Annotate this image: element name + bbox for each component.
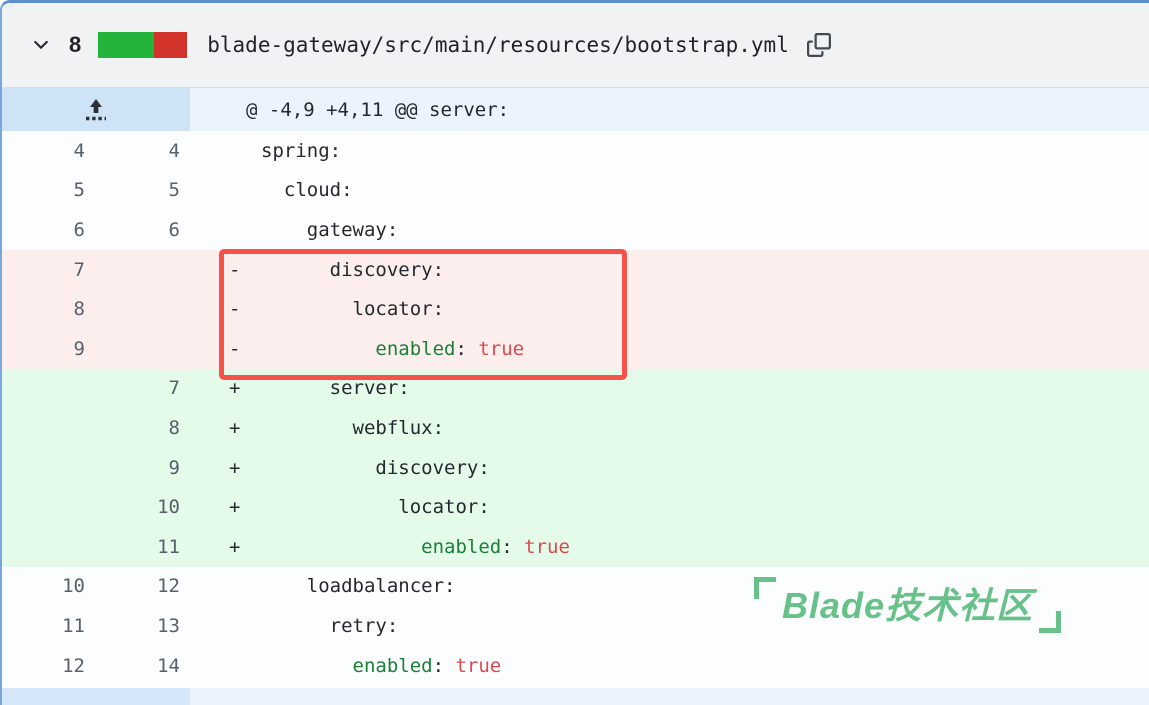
new-line-number[interactable]: 11 (157, 535, 180, 558)
new-line-number[interactable]: 8 (168, 416, 180, 439)
old-line-number[interactable]: 11 (62, 614, 85, 637)
diff-line-row: 8 - locator: (2, 289, 1149, 329)
diff-line-row: 10 + locator: (2, 487, 1149, 527)
file-header: 8 blade-gateway/src/main/resources/boots… (2, 3, 1149, 88)
diff-line-row: 6 6 gateway: (2, 210, 1149, 250)
new-line-number[interactable]: 6 (168, 218, 180, 241)
diff-line-row: 12 14 enabled: true (2, 645, 1149, 686)
diff-marker: - (229, 298, 241, 321)
diff-line-row: 11 + enabled: true (2, 526, 1149, 567)
changes-count: 8 (69, 32, 82, 57)
new-line-number[interactable]: 4 (168, 139, 180, 162)
old-line-number[interactable]: 10 (62, 575, 85, 598)
code-text: retry: (261, 614, 399, 637)
new-line-number[interactable]: 13 (157, 614, 180, 637)
expand-up-icon (86, 98, 106, 120)
diff-marker: + (229, 416, 241, 439)
code-text: loadbalancer: (261, 575, 456, 598)
diff-line-row: 5 5 cloud: (2, 170, 1149, 211)
code-text: spring: (261, 139, 342, 162)
hunk-header-row: @ -4,9 +4,11 @@ server: (2, 88, 1149, 131)
code-text: locator: (261, 298, 445, 321)
old-line-number[interactable]: 4 (73, 139, 85, 162)
diff-line-row: 8 + webflux: (2, 408, 1149, 448)
new-line-number[interactable]: 14 (157, 654, 180, 677)
code-text: cloud: (261, 179, 353, 202)
new-line-number[interactable]: 9 (168, 456, 180, 479)
code-text: enabled: true (375, 337, 525, 360)
diff-marker: - (229, 337, 241, 360)
expand-hunk-button[interactable] (2, 88, 190, 131)
diff-line-row: 9 - enabled: true (2, 328, 1149, 369)
diff-marker: + (229, 456, 241, 479)
new-line-number[interactable]: 7 (168, 377, 180, 400)
diff-marker: + (229, 535, 241, 558)
chevron-down-icon[interactable] (30, 34, 52, 56)
diff-rows: 4 4 spring: 5 5 cloud: 6 6 gateway: 7 - … (2, 131, 1149, 686)
diff-line-row: 9 + discovery: (2, 447, 1149, 488)
diffstat-bar (98, 32, 188, 58)
hunk-header-text: @ -4,9 +4,11 @@ server: (190, 88, 1149, 131)
new-line-number[interactable]: 12 (157, 575, 180, 598)
diff-marker: - (229, 258, 241, 281)
old-line-number[interactable]: 9 (73, 337, 85, 360)
code-text: discovery: (261, 258, 445, 281)
diff-marker: + (229, 496, 241, 519)
old-line-number[interactable]: 6 (73, 218, 85, 241)
code-text: discovery: (261, 456, 490, 479)
code-text: webflux: (261, 416, 445, 439)
diffstat-additions (98, 32, 155, 58)
code-text: locator: (261, 496, 490, 519)
diff-line-row: 11 13 retry: (2, 606, 1149, 646)
old-line-number[interactable]: 7 (73, 258, 85, 281)
code-text: server: (261, 377, 410, 400)
diffstat-deletions (154, 32, 188, 58)
code-text: enabled: true (352, 654, 502, 677)
diff-line-row: 7 + server: (2, 368, 1149, 409)
copy-icon[interactable] (806, 32, 832, 58)
new-line-number[interactable]: 10 (157, 496, 180, 519)
new-line-number[interactable]: 5 (168, 179, 180, 202)
old-line-number[interactable]: 12 (62, 654, 85, 677)
diff-marker: + (229, 377, 241, 400)
expand-hunk-button-bottom[interactable] (2, 688, 190, 705)
next-hunk-row-partial (2, 688, 1149, 705)
code-text: gateway: (261, 218, 399, 241)
diff-line-row: 10 12 loadbalancer: (2, 566, 1149, 607)
file-path: blade-gateway/src/main/resources/bootstr… (207, 33, 789, 57)
diff-line-row: 4 4 spring: (2, 131, 1149, 171)
diff-line-row: 7 - discovery: (2, 249, 1149, 290)
old-line-number[interactable]: 5 (73, 179, 85, 202)
old-line-number[interactable]: 8 (73, 298, 85, 321)
code-text: enabled: true (421, 535, 570, 558)
